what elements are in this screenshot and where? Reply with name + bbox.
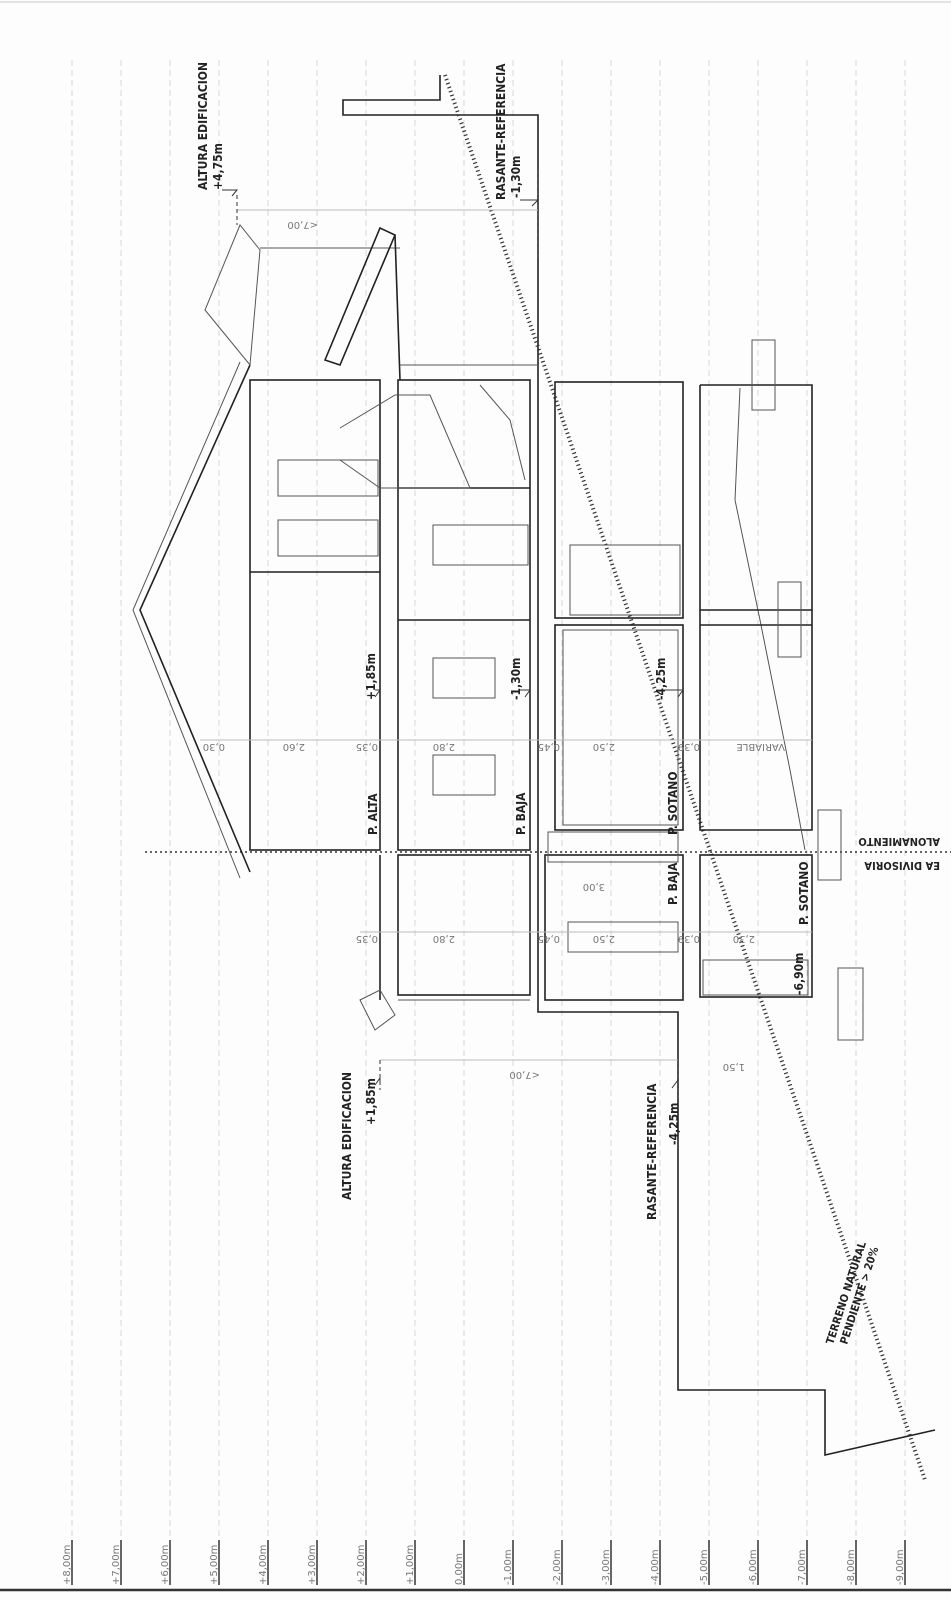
dim-row1-5: 2,50 [593,741,615,752]
staircase-lower [479,384,526,481]
roof-eave-top [204,224,261,367]
dim-row1-7: VARIABLE [736,741,785,752]
dim-row2-4: 0,39 [678,933,700,944]
windows [277,459,809,996]
rasante-bottom-value: -4,25m [667,1103,681,1145]
level-label: +8,00m [62,1545,73,1585]
dim-row1-2: 0,35 [356,741,378,752]
ground-floor-left [397,854,531,996]
footing [751,339,776,411]
rasante-top-value: -1,30m [509,156,523,198]
divisoria-label-2: EA DIVISORIA [864,859,940,872]
dim-3-00: 3,00 [583,881,605,892]
level-mark-sotano-2: -6,90m [792,953,806,995]
level-label: -3,00m [601,1549,612,1585]
level-label: -5,00m [699,1549,710,1585]
footing [777,581,802,658]
footing [817,809,842,881]
balcony-railing [359,989,396,1031]
level-leaders [222,189,684,1089]
footing [837,967,864,1041]
basement-room-1 [554,381,684,619]
dim-row1-0: 0,30 [203,741,225,752]
dim-row1-6: 0,39 [678,741,700,752]
level-label: -7,00m [797,1549,808,1585]
basement-left [544,854,684,1001]
level-label: +4,00m [258,1545,269,1585]
roof-gable [323,226,397,366]
dimension-texts: 0,30 2,60 0,35 2,80 0,45 2,50 0,39 VARIA… [203,219,785,1080]
divisoria-label-1: ALONAMIENTO [858,835,940,848]
dim-1-50: 1,50 [723,1061,745,1072]
floor-label-p-alta: P. ALTA [366,793,380,835]
lower-basement-outline [699,384,813,831]
level-label: +1,00m [405,1545,416,1585]
level-label: -2,00m [552,1549,563,1585]
ground-profile [342,75,936,1457]
floor-label-p-sotano-2: P. SOTANO [797,861,811,925]
level-label: +7,00m [111,1545,122,1585]
rasante-top-label: RASANTE-REFERENCIA [494,63,508,200]
altura-bottom-value: +1,85m [364,1078,378,1125]
rock-terrain [734,387,806,851]
level-label: -4,00m [650,1549,661,1585]
level-label: +5,00m [209,1545,220,1585]
roof-tiles [132,361,241,879]
altura-top-label: ALTURA EDIFICACION [196,62,210,190]
floor-label-p-baja: P. BAJA [514,792,528,835]
roof-outline [139,364,251,873]
floor-label-p-baja-2: P. BAJA [666,862,680,905]
dim-row2-3: 2,50 [593,933,615,944]
level-label: +2,00m [356,1545,367,1585]
basement-room-2 [554,624,684,831]
dim-row1-4: 0,45 [538,741,560,752]
dim-row1-3: 2,80 [433,741,455,752]
dim-7-00-bottom: <7,00 [509,1069,540,1080]
level-mark-baja: -1,30m [509,658,523,700]
level-label: +6,00m [160,1545,171,1585]
rasante-bottom-label: RASANTE-REFERENCIA [645,1083,659,1220]
lower-basement-left [699,854,813,998]
altura-bottom-label: ALTURA EDIFICACION [340,1072,354,1200]
dim-row2-2: 0,45 [538,933,560,944]
staircase [339,394,471,489]
ground-floor-outline [397,379,531,851]
level-label: 0,00m [454,1553,465,1585]
level-scale: +8,00m +7,00m +6,00m +5,00m +4,00m +3,00m +2,0… [62,60,906,1585]
level-label: +3,00m [307,1545,318,1585]
level-label: -1,00m [503,1549,514,1585]
altura-top-value: +4,75m [211,143,225,190]
dim-row2-1: 2,80 [433,933,455,944]
level-mark-alta: +1,85m [364,653,378,700]
dim-row1-1: 2,60 [283,741,305,752]
floor-label-p-sotano: P. SOTANO [666,771,680,835]
dim-row2-5: 2,30 [733,933,755,944]
dim-7-00-top: <7,00 [287,219,318,230]
level-label: -8,00m [846,1549,857,1585]
dim-row2-0: 0,35 [356,933,378,944]
level-label: -9,00m [895,1549,906,1585]
level-mark-sotano: -4,25m [654,658,668,700]
level-label: -6,00m [748,1549,759,1585]
upper-floor-outline [249,379,381,851]
